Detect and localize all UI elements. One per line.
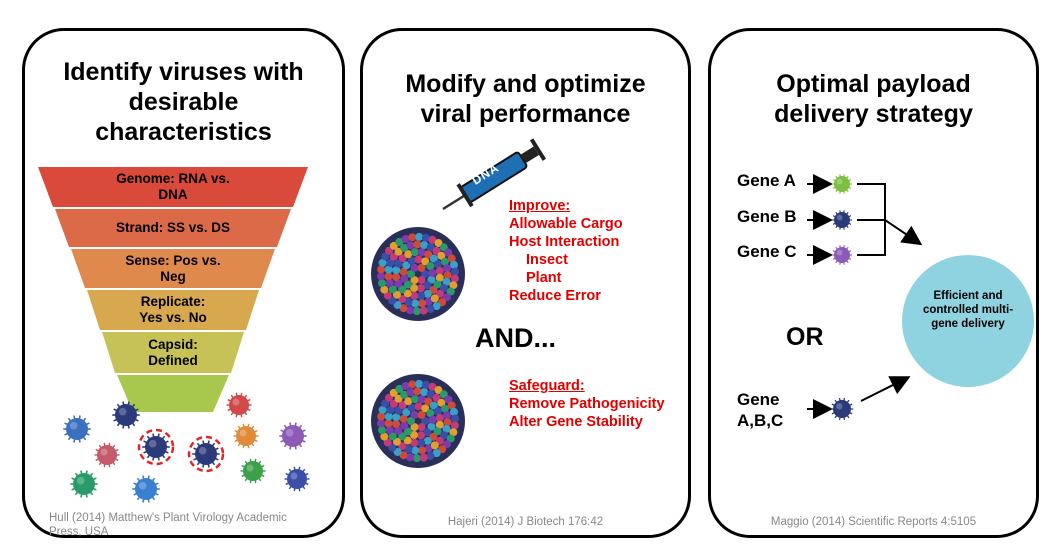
funnel-band-shape: [102, 332, 244, 373]
virion-icon: [284, 466, 310, 492]
virion-icon: [63, 415, 91, 443]
selected-virus-highlight: [187, 435, 225, 473]
virion-icon: [830, 397, 854, 421]
panel-identify-viruses: Identify viruses with desirable characte…: [22, 28, 345, 538]
engineered-virion-icon: [371, 227, 465, 321]
funnel-band-genome: Genome: RNA vs. DNA: [116, 171, 230, 202]
citation: Maggio (2014) Scientific Reports 4:5105: [770, 516, 977, 528]
funnel-band-sense: Sense: Pos vs. Neg: [125, 252, 221, 284]
gene-a-label: Gene A: [737, 171, 796, 190]
virion-icon: [142, 433, 170, 461]
improve-item-host: Host Interaction: [509, 234, 620, 250]
virion-icon: [832, 174, 852, 194]
virion-icon: [192, 440, 220, 468]
virion-icon: [112, 401, 140, 429]
selected-virus-highlight: [137, 428, 175, 466]
gene-c-label: Gene C: [737, 242, 797, 261]
virion-icon: [132, 475, 160, 503]
virion-icon: [832, 245, 852, 265]
funnel-band-shape: [87, 290, 259, 330]
outcome-label: Efficient and controlled multi- gene del…: [922, 290, 1014, 330]
improve-item-error: Reduce Error: [509, 288, 601, 304]
improve-item-plant: Plant: [526, 270, 562, 286]
panel-title: Optimal payload delivery strategy: [774, 70, 973, 128]
virus-cluster: [63, 392, 310, 503]
syringe-graphic: [442, 138, 547, 211]
safeguard-heading: Safeguard:: [509, 378, 585, 394]
combined-gene-label: Gene A,B,C: [737, 390, 784, 430]
funnel-band-replicate: Replicate: Yes vs. No: [139, 294, 207, 325]
citation: Hull (2014) Matthew's Plant Virology Aca…: [49, 512, 287, 538]
gene-b-label: Gene B: [737, 207, 797, 226]
improve-item-cargo: Allowable Cargo: [509, 216, 623, 232]
virion-icon: [233, 423, 259, 449]
safeguard-item-pathogenicity: Remove Pathogenicity: [509, 396, 665, 412]
funnel-band-shape: [55, 209, 291, 247]
engineered-virion-icon: [371, 374, 465, 468]
safeguard-item-stability: Alter Gene Stability: [509, 414, 643, 430]
and-connector: AND...: [475, 323, 556, 353]
outcome-circle: [902, 255, 1034, 387]
funnel-band-capsid: Capsid: Defined: [148, 336, 198, 368]
funnel-graphic: [38, 167, 308, 412]
virion-icon: [226, 392, 252, 418]
virion-images: [371, 227, 465, 468]
funnel-band-shape: [71, 249, 275, 288]
or-connector: OR: [786, 323, 824, 351]
panel-title: Modify and optimize viral performance: [405, 70, 646, 128]
improve-heading: Improve:: [509, 198, 571, 214]
virion-icon: [279, 422, 307, 450]
virion-icon: [240, 458, 266, 484]
funnel-band-shape: [117, 375, 229, 412]
panel-modify-optimize: Modify and optimize viral performance DN…: [360, 28, 691, 538]
panel-title: Identify viruses with desirable characte…: [63, 58, 304, 146]
delivery-flow-diagram: [807, 174, 1034, 421]
virion-icon: [94, 442, 120, 468]
improve-item-insect: Insect: [526, 252, 568, 268]
funnel-band-shape: [38, 167, 308, 207]
funnel-band-strand: Strand: SS vs. DS: [115, 220, 231, 235]
panel-payload-delivery: Optimal payload delivery strategy Gene A…: [708, 28, 1039, 538]
virion-icon: [832, 210, 852, 230]
citation: Hajeri (2014) J Biotech 176:42: [447, 516, 604, 528]
virion-icon: [70, 470, 98, 498]
